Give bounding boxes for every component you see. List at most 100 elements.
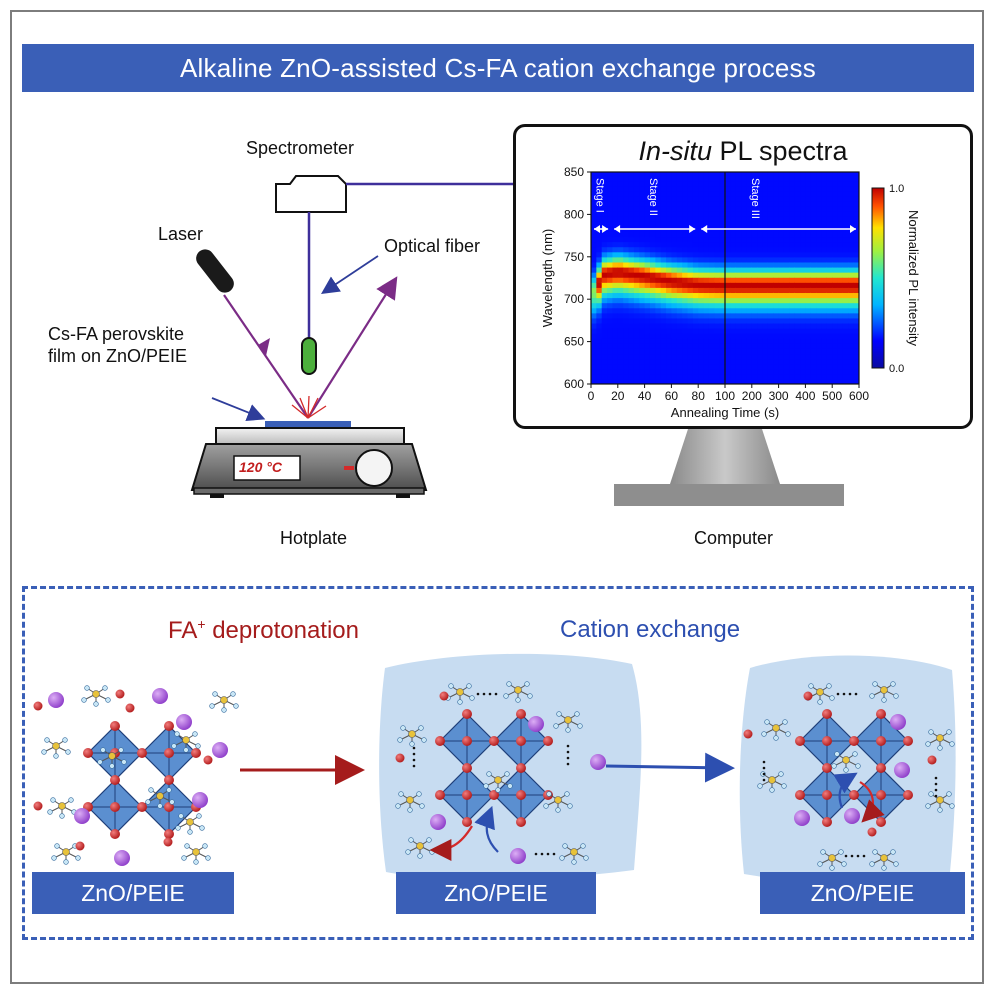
carbon-atom [406,796,414,804]
halide-atom [462,790,472,800]
free-halide [395,753,405,763]
halide-atom [822,817,832,827]
h-atom [398,791,404,797]
h-atom [97,759,103,765]
h-atom [84,685,90,691]
carbon-atom [936,796,944,804]
cs-ion [844,808,860,824]
h-atom [233,703,239,709]
ellipsis-dot [762,766,766,770]
deprotonation-rest: deprotonation [205,617,359,644]
h-atom [54,843,60,849]
fa-molecule [559,843,589,865]
h-atom [555,807,561,813]
h-atom [504,771,510,777]
setup-illustration [190,175,844,506]
h-atom [100,747,106,753]
halide-atom [876,817,886,827]
h-atom [418,725,424,731]
page-title: Alkaline ZnO-assisted Cs-FA cation excha… [180,52,816,83]
h-atom [50,797,56,803]
cs-ion [590,754,606,770]
carbon-atom [828,854,836,862]
h-atom [838,849,844,855]
h-atom [893,861,899,867]
free-halide [743,729,753,739]
cs-ion [152,688,168,704]
halide-atom [137,802,147,812]
halide-atom [435,736,445,746]
fa-molecule [831,751,861,773]
free-halide [439,691,449,701]
h-atom [397,737,403,743]
ellipsis-dot [762,772,766,776]
ellipsis-dot [862,854,866,858]
ellipsis-dot [488,692,492,696]
cs-ion [528,716,544,732]
halide-atom [822,763,832,773]
halide-atom [876,763,886,773]
title-bar: Alkaline ZnO-assisted Cs-FA cation excha… [22,44,974,92]
carbon-atom [192,848,200,856]
carbon-atom [108,752,116,760]
h-atom [102,685,108,691]
cs-ion [212,742,228,758]
carbon-atom [220,696,228,704]
h-atom [408,837,414,843]
ellipsis-dot [844,854,848,858]
h-atom [564,791,570,797]
h-atom [583,855,589,861]
h-atom [196,813,202,819]
ellipsis-dot [566,756,570,760]
h-atom [157,803,163,809]
spectrometer-icon [275,175,347,213]
laser-icon [196,249,234,293]
cs-ion [894,762,910,778]
h-atom [855,763,861,769]
carbon-atom [880,686,888,694]
h-atom [183,747,189,753]
h-atom [507,783,513,789]
halide-atom [822,736,832,746]
carbon-atom [772,724,780,732]
h-atom [212,691,218,697]
halide-atom [164,748,174,758]
ellipsis-dot [762,760,766,764]
substrate-middle: ZnO/PEIE [396,872,596,914]
ellipsis-dot [494,692,498,696]
fa-molecule [395,791,425,813]
ellipsis-dot [762,778,766,782]
h-atom [817,861,823,867]
h-atom [426,837,432,843]
h-atom [148,787,154,793]
h-atom [192,731,198,737]
halide-atom [164,775,174,785]
h-atom [62,737,68,743]
h-atom [890,849,896,855]
chart-title-italic: In-situ [638,136,712,166]
ellipsis-dot [412,746,416,750]
fa-molecule [97,747,127,769]
fa-molecule [543,791,573,813]
ellipsis-dot [412,752,416,756]
carbon-atom [564,716,572,724]
chart-title-rest: PL spectra [711,136,848,166]
h-atom [230,691,236,697]
ellipsis-dot [934,794,938,798]
h-atom [166,787,172,793]
h-atom [817,699,823,705]
h-atom [546,791,552,797]
h-atom [834,751,840,757]
carbon-atom [936,734,944,742]
h-atom [202,843,208,849]
cation-exchange-arrow [605,752,735,783]
h-atom [469,695,475,701]
free-halide [125,703,135,713]
h-atom [543,803,549,809]
h-atom [928,729,934,735]
fa-molecule [41,737,71,759]
halide-atom [83,748,93,758]
fa-molecule [817,849,847,871]
halide-atom [462,763,472,773]
halide-atom [822,790,832,800]
